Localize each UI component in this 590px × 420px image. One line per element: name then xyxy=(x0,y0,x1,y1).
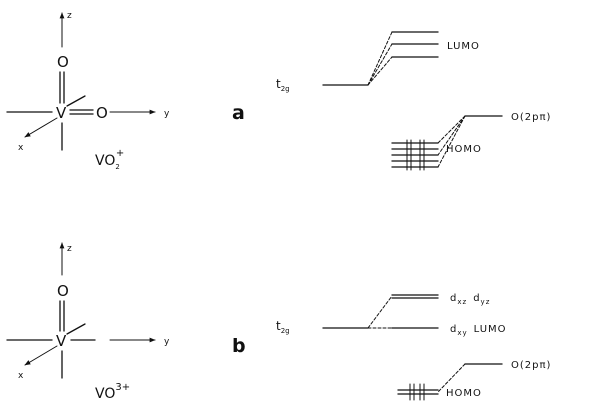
molecule-formula: VO3+ xyxy=(95,382,130,402)
homo-dash xyxy=(437,363,466,393)
z-axis-label: z xyxy=(67,244,72,254)
energy-diagram-a: t2g LUMO O(2pπ) xyxy=(276,31,551,171)
x-axis-arrow xyxy=(24,345,58,366)
homo-label: HOMO xyxy=(446,388,482,399)
o2p-label: O(2pπ) xyxy=(511,360,551,371)
electron-pair-arrows xyxy=(406,139,425,171)
panel-a-label: a xyxy=(232,102,245,124)
x-axis-label: x xyxy=(18,143,24,153)
upper-right-ligand-line xyxy=(66,95,86,107)
vanadium-atom: V xyxy=(56,332,67,350)
axial-oxygen-atom: O xyxy=(57,282,69,300)
y-axis-label: y xyxy=(164,109,170,119)
electron-pair-arrows xyxy=(409,383,425,401)
homo-dash-1 xyxy=(437,115,466,144)
panel-a: z O V O y x VO2+ a t2g xyxy=(6,11,551,171)
x-axis-arrow xyxy=(24,117,58,138)
homo-label: HOMO xyxy=(446,144,482,155)
homo-dash-2 xyxy=(437,115,466,156)
vanadium-atom: V xyxy=(56,104,67,122)
panel-b-label: b xyxy=(232,335,246,357)
correlation-dash-2 xyxy=(367,43,393,86)
axial-oxygen-atom: O xyxy=(57,53,69,71)
correlation-dash-1 xyxy=(367,31,393,86)
homo-dash-3 xyxy=(437,115,466,168)
upper-right-ligand-line xyxy=(66,323,86,335)
correlation-dash-up xyxy=(367,295,393,329)
z-axis-label: z xyxy=(67,11,72,21)
vo2-structure: z O V O y x VO2+ xyxy=(6,11,170,171)
molecule-formula: VO2+ xyxy=(95,148,124,171)
equatorial-oxygen-atom: O xyxy=(96,104,108,122)
vo3-structure: z O V y x VO3+ xyxy=(6,242,170,402)
t2g-label: t2g xyxy=(276,319,290,335)
lumo-label: LUMO xyxy=(447,41,480,52)
o2p-label: O(2pπ) xyxy=(511,112,551,123)
t2g-label: t2g xyxy=(276,77,290,93)
y-axis-label: y xyxy=(164,337,170,347)
x-axis-label: x xyxy=(18,371,24,381)
panel-b: z O V y x VO3+ b t2g xyxy=(6,242,551,402)
correlation-dash-3 xyxy=(367,56,393,86)
